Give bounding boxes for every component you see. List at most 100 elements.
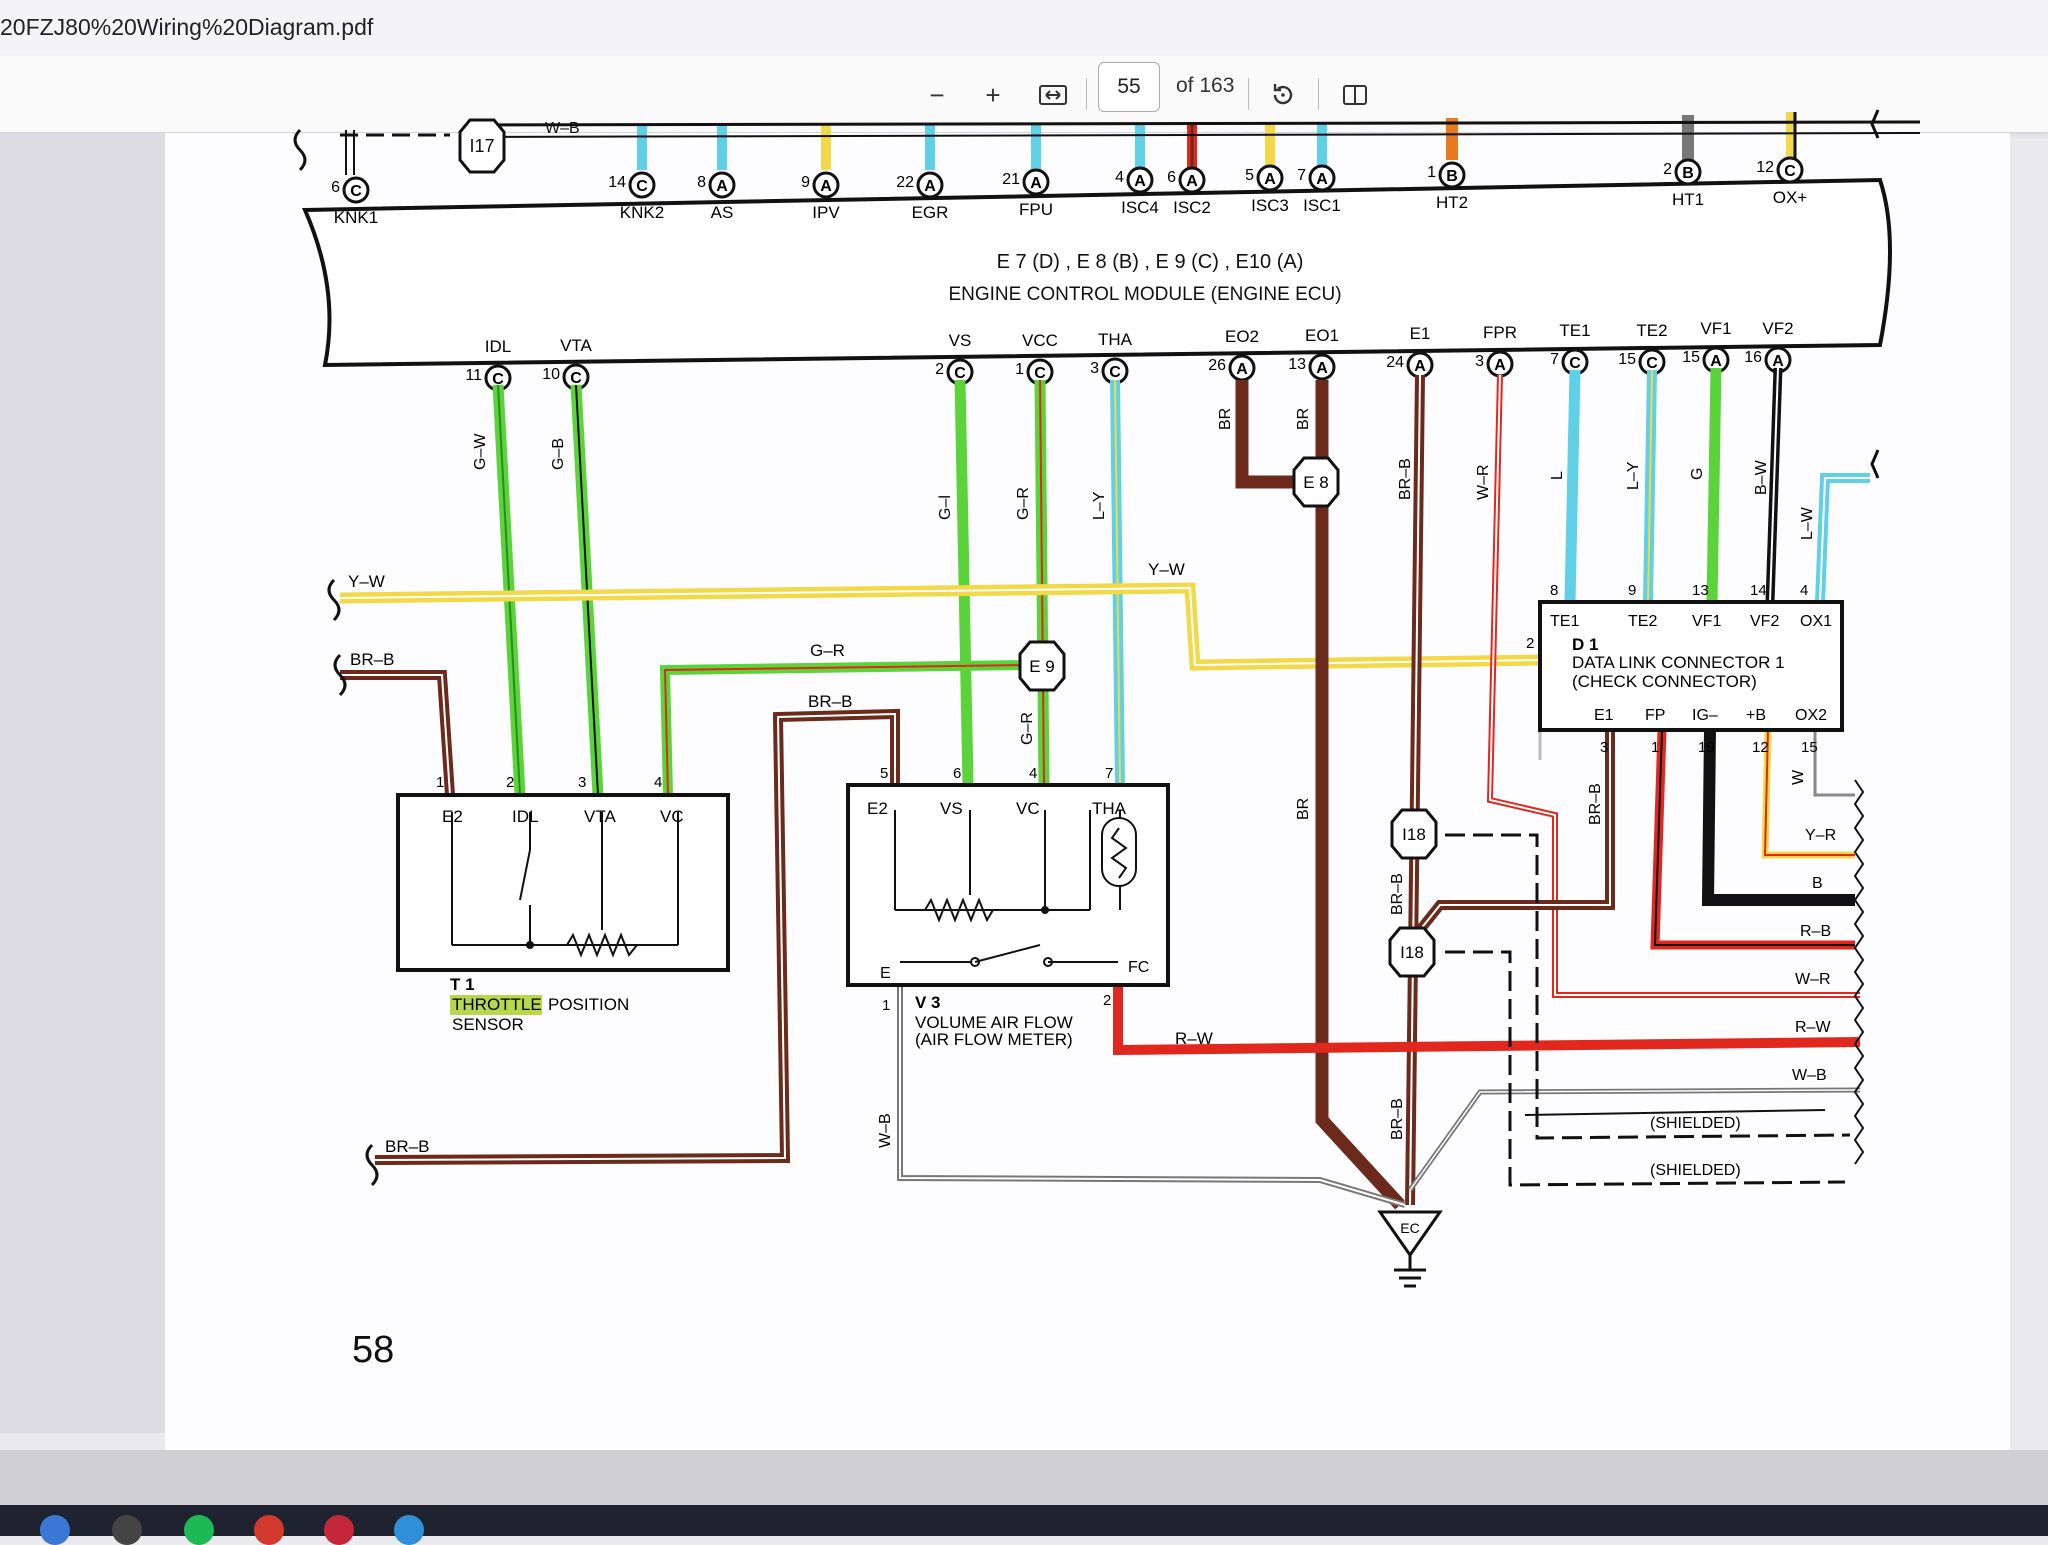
svg-text:L–W: L–W xyxy=(1799,506,1816,540)
svg-text:E 9: E 9 xyxy=(1029,657,1055,676)
app-red-icon[interactable] xyxy=(254,1515,284,1545)
svg-text:G–B: G–B xyxy=(550,438,567,470)
svg-text:C: C xyxy=(350,183,362,200)
pdf-toolbar: − + xyxy=(0,56,2048,133)
tps-name-1: THROTTLE xyxy=(452,995,542,1014)
svg-text:A: A xyxy=(1316,171,1328,188)
svg-text:E 8: E 8 xyxy=(1303,473,1329,492)
svg-text:9: 9 xyxy=(1628,582,1636,599)
svg-text:G: G xyxy=(1689,468,1706,480)
svg-text:A: A xyxy=(1772,353,1784,370)
svg-text:B: B xyxy=(1682,165,1694,182)
svg-text:3: 3 xyxy=(1475,353,1484,370)
svg-text:A: A xyxy=(1236,361,1248,378)
svg-text:A: A xyxy=(1710,353,1722,370)
svg-text:W–R: W–R xyxy=(1795,971,1831,988)
svg-text:L–Y: L–Y xyxy=(1091,491,1108,520)
svg-text:BR: BR xyxy=(1295,798,1312,820)
svg-text:VS: VS xyxy=(949,331,972,350)
svg-text:14: 14 xyxy=(1750,582,1767,599)
svg-text:7: 7 xyxy=(1550,351,1559,368)
svg-text:TE1: TE1 xyxy=(1559,321,1590,340)
svg-text:1: 1 xyxy=(1427,164,1436,181)
svg-text:VF1: VF1 xyxy=(1700,319,1731,338)
app-icon[interactable] xyxy=(112,1515,142,1545)
svg-text:A: A xyxy=(1414,358,1426,375)
svg-text:C: C xyxy=(1646,355,1658,372)
svg-text:W–B: W–B xyxy=(877,1113,894,1148)
tps-code: T 1 xyxy=(450,975,475,994)
svg-text:+B: +B xyxy=(1746,707,1766,724)
svg-text:BR: BR xyxy=(1295,408,1312,430)
app-blue-icon[interactable] xyxy=(394,1515,424,1545)
svg-text:C: C xyxy=(1034,365,1046,382)
svg-text:E1: E1 xyxy=(1410,324,1431,343)
svg-text:G–R: G–R xyxy=(810,641,845,660)
svg-text:22: 22 xyxy=(896,174,914,191)
svg-text:ISC3: ISC3 xyxy=(1251,196,1289,215)
svg-text:A: A xyxy=(1264,171,1276,188)
svg-text:VF1: VF1 xyxy=(1692,613,1721,630)
dlc-pin-labels: 8TE19TE213VF114VF24OX1E13FP1IG–19+B12OX2… xyxy=(1550,582,1832,756)
zoom-out-button[interactable]: − xyxy=(929,79,945,110)
ecm-name: ENGINE CONTROL MODULE (ENGINE ECU) xyxy=(948,284,1341,305)
spotify-icon[interactable] xyxy=(184,1515,214,1545)
svg-text:2: 2 xyxy=(506,774,514,791)
svg-text:B: B xyxy=(1812,875,1823,892)
afm-name-1: VOLUME AIR FLOW xyxy=(915,1013,1073,1032)
cutoff-edge xyxy=(1870,109,1880,479)
svg-text:5: 5 xyxy=(1245,167,1254,184)
svg-text:THA: THA xyxy=(1098,330,1133,349)
svg-text:ISC4: ISC4 xyxy=(1121,198,1159,217)
page-number-input[interactable]: 55 xyxy=(1098,62,1160,112)
svg-text:C: C xyxy=(492,371,504,388)
svg-text:8: 8 xyxy=(1550,582,1558,599)
svg-text:VS: VS xyxy=(940,799,963,818)
svg-text:15: 15 xyxy=(1682,349,1700,366)
junction-e9: E 9 xyxy=(1018,640,1066,692)
svg-text:C: C xyxy=(636,178,648,195)
svg-text:EGR: EGR xyxy=(912,203,949,222)
right-edge-labels: Y–R B R–B W–R R–W W–B (SHIELDED) (SHIELD… xyxy=(1650,827,1836,1179)
rotate-button[interactable] xyxy=(1266,78,1300,112)
svg-text:I18: I18 xyxy=(1400,943,1424,962)
fit-page-button[interactable] xyxy=(1036,78,1070,112)
svg-text:C: C xyxy=(1569,355,1581,372)
svg-text:E2: E2 xyxy=(442,807,463,826)
svg-text:G–R: G–R xyxy=(1015,487,1032,520)
svg-text:14: 14 xyxy=(608,174,626,191)
svg-text:BR–B: BR–B xyxy=(385,1137,429,1156)
svg-text:Y–W: Y–W xyxy=(1148,560,1185,579)
svg-text:11: 11 xyxy=(465,367,482,384)
svg-text:TE2: TE2 xyxy=(1628,613,1657,630)
svg-text:A: A xyxy=(1316,360,1328,377)
svg-text:5: 5 xyxy=(880,765,888,782)
svg-text:TE1: TE1 xyxy=(1550,613,1579,630)
air-flow-meter xyxy=(846,783,1170,987)
svg-text:3: 3 xyxy=(1600,739,1608,756)
svg-text:THA: THA xyxy=(1092,799,1127,818)
wiring-diagram: W–B I17 E 7 (D) , E 8 (B) , E 9 (C) , E1… xyxy=(293,109,1921,1371)
svg-text:BR–B: BR–B xyxy=(1587,783,1604,825)
rotate-icon xyxy=(1273,84,1293,105)
dlc-code: D 1 xyxy=(1572,635,1598,654)
svg-text:KNK2: KNK2 xyxy=(620,203,664,222)
acrobat-icon[interactable] xyxy=(324,1515,354,1545)
page-label: 58 xyxy=(352,1329,394,1371)
svg-text:BR–B: BR–B xyxy=(1389,873,1406,915)
svg-text:1: 1 xyxy=(436,774,444,791)
zoom-in-button[interactable]: + xyxy=(985,79,1001,110)
page-view-button[interactable] xyxy=(1338,78,1372,112)
browser-icon[interactable] xyxy=(40,1515,70,1545)
os-taskbar xyxy=(0,1505,2048,1536)
afm-pin-fc: 2 xyxy=(1103,992,1111,1009)
junction-i18-lower: I18 xyxy=(1388,926,1436,978)
